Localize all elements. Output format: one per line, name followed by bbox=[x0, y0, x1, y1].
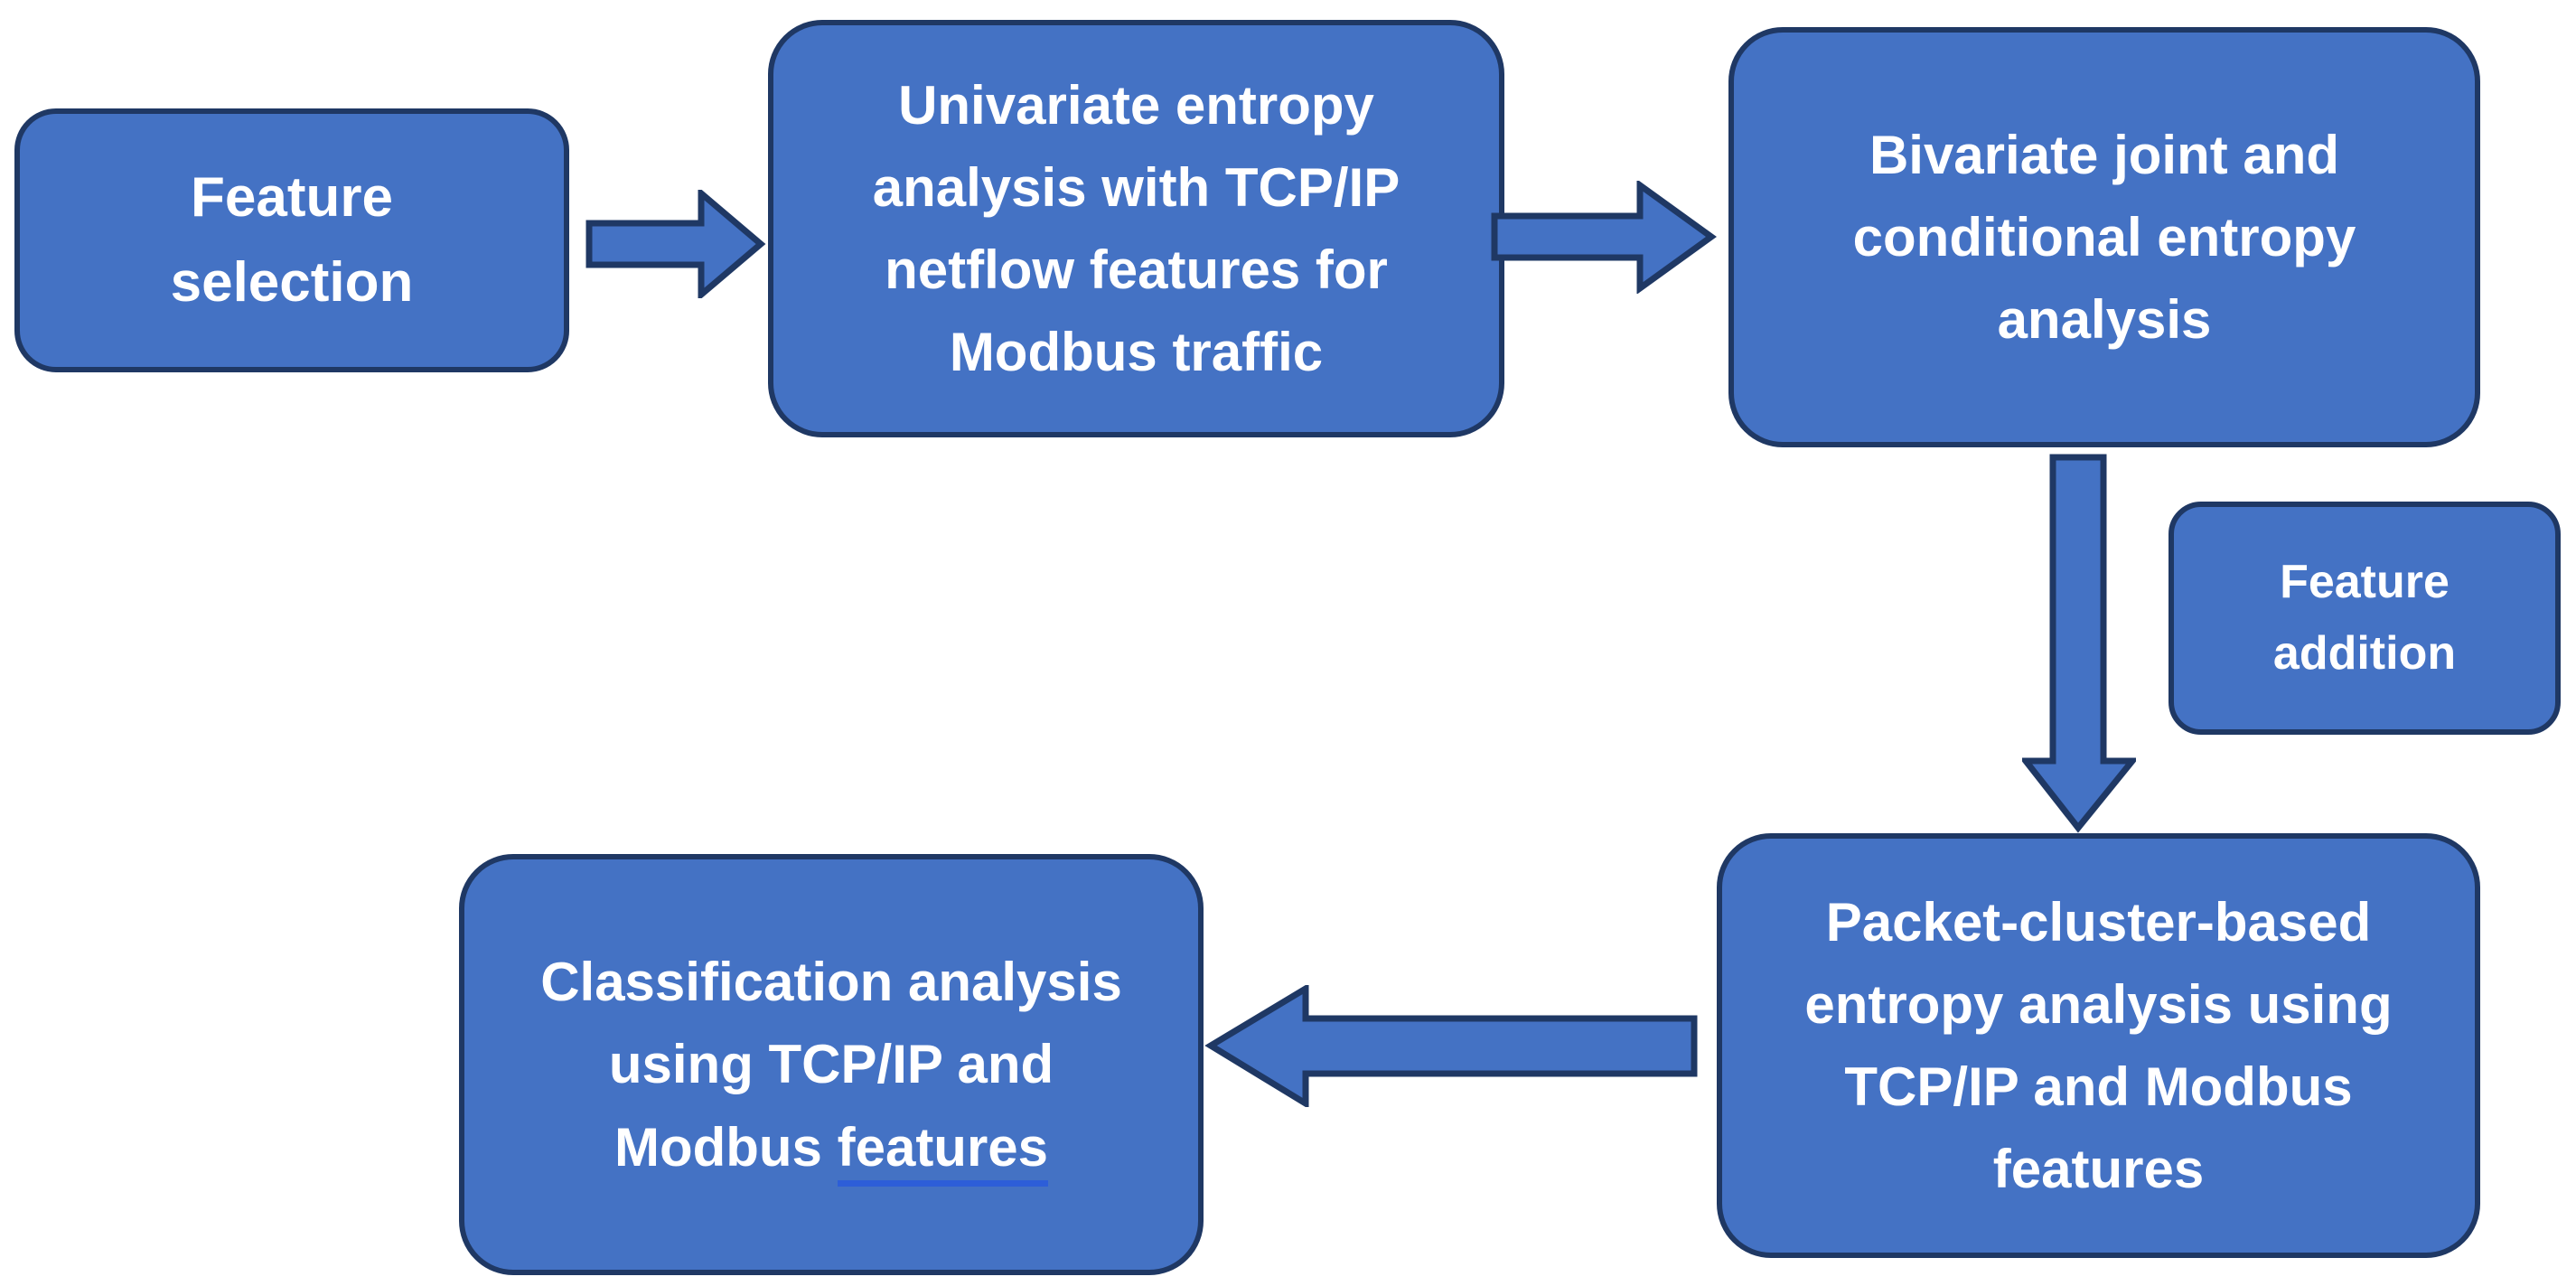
node-label-univariate-entropy: Univariate entropy analysis with TCP/IP … bbox=[872, 74, 1400, 383]
right-arrow-feature-selection-to-univariate-icon bbox=[585, 190, 766, 298]
flowchart-node-univariate-entropy: Univariate entropy analysis with TCP/IP … bbox=[768, 20, 1504, 437]
node-label-bivariate-entropy: Bivariate joint and conditional entropy … bbox=[1852, 124, 2356, 351]
flowchart-node-classification: Classification analysis using TCP/IP and… bbox=[459, 854, 1204, 1275]
node-label-packet-cluster-entropy: Packet-cluster-based entropy analysis us… bbox=[1804, 891, 2393, 1200]
node-label-classification: Classification analysis using TCP/IP and… bbox=[540, 941, 1122, 1188]
left-arrow-packet-cluster-to-classification-icon bbox=[1204, 985, 1698, 1107]
flowchart-node-bivariate-entropy: Bivariate joint and conditional entropy … bbox=[1728, 27, 2480, 447]
down-arrow-bivariate-to-packet-cluster-icon bbox=[2022, 454, 2136, 833]
node-label-feature-addition: Feature addition bbox=[2272, 555, 2457, 680]
node-label-classification-underlined-word: features bbox=[837, 1116, 1049, 1187]
flowchart-node-packet-cluster-entropy: Packet-cluster-based entropy analysis us… bbox=[1717, 833, 2480, 1258]
node-label-feature-selection: Feature selection bbox=[170, 165, 414, 314]
node-label-classification-main: Classification analysis using TCP/IP and… bbox=[540, 952, 1122, 1178]
right-arrow-univariate-to-bivariate-icon bbox=[1491, 181, 1717, 294]
flowchart-node-feature-selection: Feature selection bbox=[14, 108, 569, 372]
flowchart-node-feature-addition: Feature addition bbox=[2169, 502, 2561, 735]
